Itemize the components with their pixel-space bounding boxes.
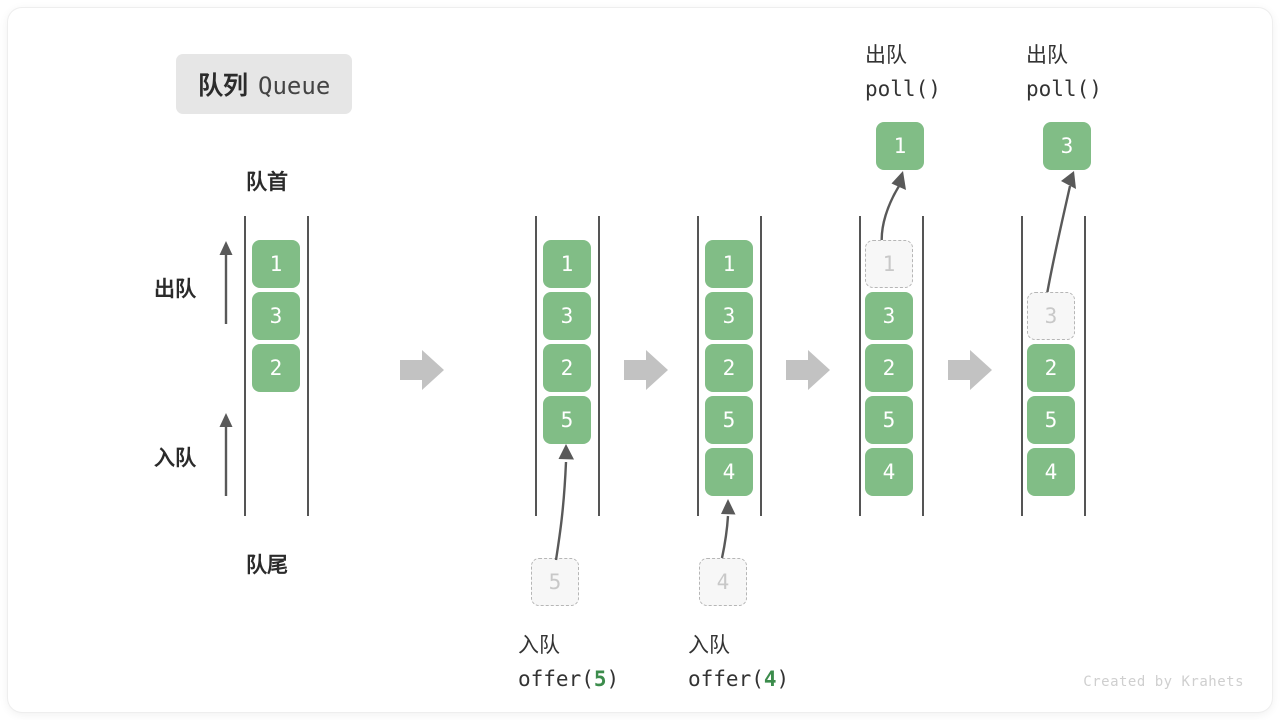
caption-offer4-code: offer(4) (688, 667, 790, 691)
queue-cell: 2 (1027, 344, 1075, 392)
label-back: 队尾 (246, 553, 288, 577)
rail-left-initial (244, 216, 246, 516)
rail-left-offer4 (697, 216, 699, 516)
queue-cell: 5 (1027, 396, 1075, 444)
title-chinese: 队列 (198, 71, 249, 100)
diagram-title: 队列 Queue (176, 54, 353, 114)
dequeue-motion-arrow-icon (880, 171, 906, 247)
queue-cell: 4 (705, 448, 753, 496)
label-dequeue: 出队 (154, 277, 196, 301)
diagram-canvas: 队列 Queue 队首 队尾 出队 入队 1 3 2 1 3 2 5 5 入队 … (8, 8, 1272, 712)
pending-cell: 4 (699, 558, 747, 606)
enqueue-motion-arrow-icon (720, 499, 736, 559)
rail-right-offer5 (598, 216, 600, 516)
rail-left-poll1 (859, 216, 861, 516)
queue-cell: 4 (865, 448, 913, 496)
rail-left-poll3 (1021, 216, 1023, 516)
caption-offer5-cn: 入队 (518, 633, 560, 657)
rail-right-poll1 (922, 216, 924, 516)
step-arrow-icon (400, 350, 444, 390)
queue-cell: 2 (252, 344, 300, 392)
step-arrow-icon (624, 350, 668, 390)
caption-offer5: 入队 offer(5) (518, 628, 619, 696)
queue-cell: 1 (543, 240, 591, 288)
queue-cell: 2 (705, 344, 753, 392)
enqueue-motion-arrow-icon (554, 444, 574, 561)
caption-offer4-cn: 入队 (688, 633, 730, 657)
queue-cell: 3 (865, 292, 913, 340)
queue-cell: 1 (705, 240, 753, 288)
header-poll-3-cn: 出队 (1026, 43, 1068, 67)
queue-cell: 4 (1027, 448, 1075, 496)
rail-right-offer4 (760, 216, 762, 516)
queue-cell: 1 (252, 240, 300, 288)
popped-cell: 3 (1043, 122, 1091, 170)
label-enqueue: 入队 (154, 446, 196, 470)
label-front: 队首 (246, 170, 288, 194)
rail-right-initial (307, 216, 309, 516)
rail-left-offer5 (535, 216, 537, 516)
queue-cell: 1 (865, 240, 913, 288)
caption-offer4: 入队 offer(4) (688, 628, 789, 696)
caption-offer5-code: offer(5) (518, 667, 620, 691)
pending-cell: 5 (531, 558, 579, 606)
queue-cell: 2 (543, 344, 591, 392)
header-poll-1-cn: 出队 (865, 43, 907, 67)
credit-text: Created by Krahets (1083, 674, 1244, 690)
step-arrow-icon (786, 350, 830, 390)
title-english: Queue (258, 72, 331, 100)
queue-cell: 3 (252, 292, 300, 340)
popped-cell: 1 (876, 122, 924, 170)
dequeue-arrow-icon (219, 241, 233, 324)
queue-cell: 3 (543, 292, 591, 340)
enqueue-arrow-icon (219, 413, 233, 496)
header-poll-1: 出队 poll() (865, 38, 941, 106)
queue-cell: 5 (865, 396, 913, 444)
header-poll-3-code: poll() (1026, 77, 1102, 101)
rail-right-poll3 (1084, 216, 1086, 516)
queue-cell: 5 (705, 396, 753, 444)
dequeue-motion-arrow-icon (1044, 171, 1076, 301)
header-poll-3: 出队 poll() (1026, 38, 1102, 106)
header-poll-1-code: poll() (865, 77, 941, 101)
step-arrow-icon (948, 350, 992, 390)
queue-cell: 3 (705, 292, 753, 340)
queue-cell: 2 (865, 344, 913, 392)
queue-cell: 3 (1027, 292, 1075, 340)
queue-cell: 5 (543, 396, 591, 444)
